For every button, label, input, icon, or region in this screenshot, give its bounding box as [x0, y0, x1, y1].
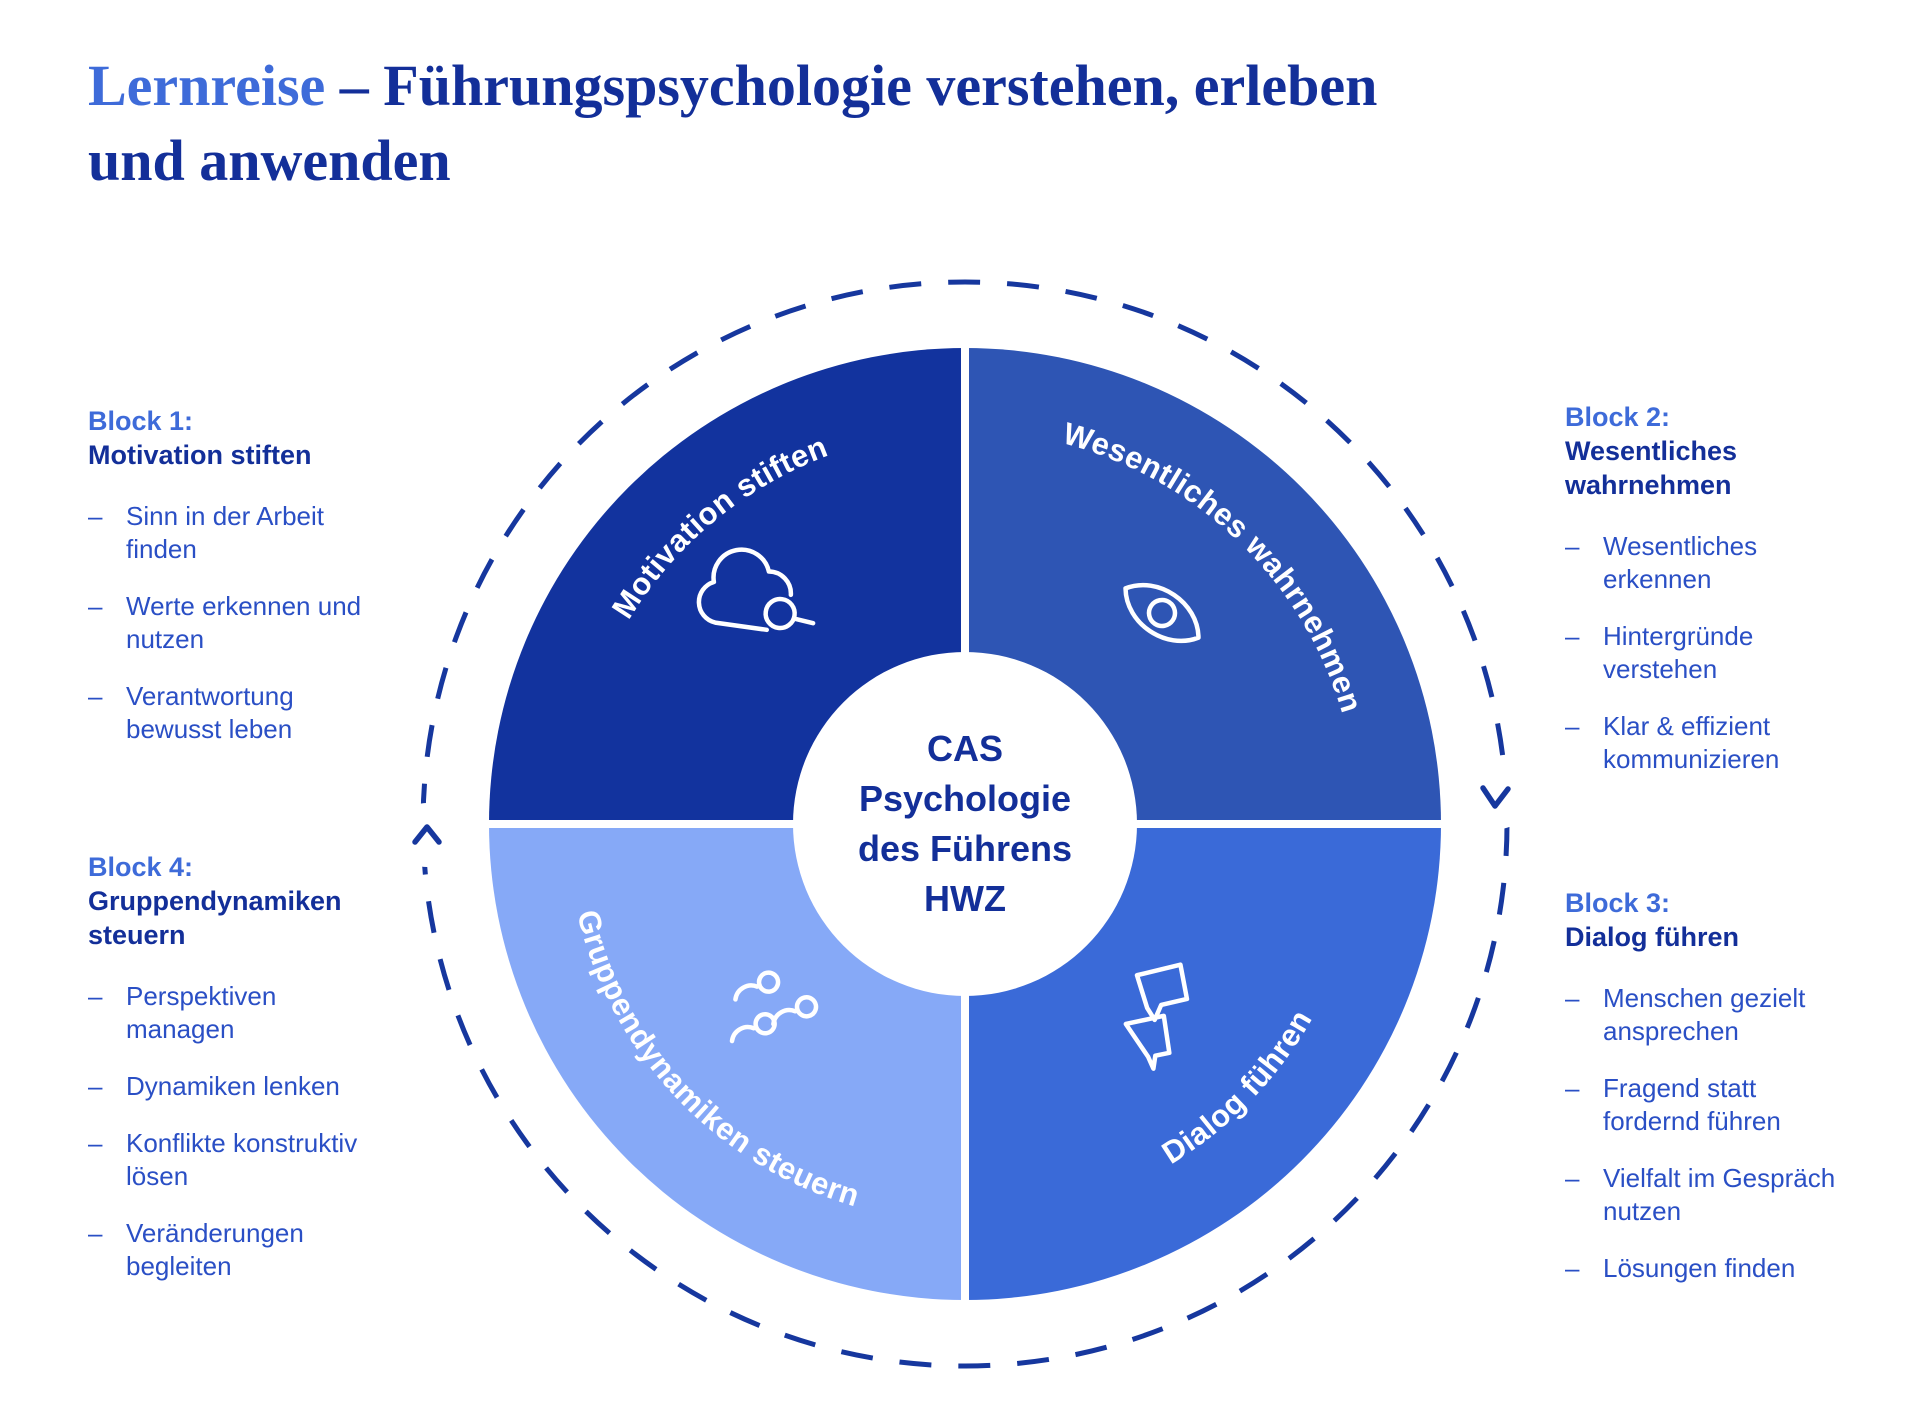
list-item: –Vielfalt im Gespräch nutzen [1565, 1162, 1845, 1228]
page-title: Lernreise – Führungspsychologie verstehe… [88, 48, 1648, 199]
hub-line-3: des Führens [857, 828, 1073, 869]
bullet-dash: – [1565, 1073, 1580, 1103]
arrow-up-icon [412, 824, 442, 845]
page-title-line2: und anwenden [88, 128, 451, 194]
hub-title: CAS Psychologie des Führens HWZ [805, 724, 1125, 924]
bullet-dash: – [88, 981, 103, 1011]
list-item-text: Dynamiken lenken [126, 1071, 340, 1101]
cloud-search-icon [696, 547, 816, 633]
dash-gap-left [395, 803, 459, 867]
list-item: –Hintergründe verstehen [1565, 620, 1843, 686]
arrow-down-icon [1480, 785, 1511, 809]
list-item: –Dynamiken lenken [88, 1070, 388, 1103]
list-item: –Wesentliches erkennen [1565, 530, 1843, 596]
speech-bubbles-icon [1123, 962, 1190, 1071]
list-item: –Sinn in der Arbeit finden [88, 500, 388, 566]
block-4-label: Block 4: [88, 852, 194, 882]
page-title-line1: – Führungspsychologie verstehen, erleben [325, 53, 1378, 118]
list-item-text: Lösungen finden [1603, 1253, 1796, 1283]
block-1-label: Block 1: [88, 406, 194, 436]
page-title-accent: Lernreise [88, 53, 326, 118]
list-item: –Fragend statt fordernd führen [1565, 1072, 1845, 1138]
bullet-dash: – [1565, 621, 1580, 651]
block-2: Block 2: Wesentliches wahrnehmen –Wesent… [1565, 400, 1843, 776]
block-1-title: Motivation stiften [88, 440, 312, 470]
list-item-text: Veränderungen begleiten [126, 1218, 304, 1281]
hub-circle [793, 652, 1137, 996]
hub-line-2: Psychologie [858, 778, 1072, 819]
list-item-text: Wesentliches erkennen [1603, 531, 1758, 594]
block-3-title: Dialog führen [1565, 922, 1739, 952]
list-item: –Perspektiven managen [88, 980, 388, 1046]
list-item-text: Vielfalt im Gespräch nutzen [1603, 1163, 1836, 1226]
bullet-dash: – [88, 681, 103, 711]
list-item: –Werte erkennen und nutzen [88, 590, 388, 656]
list-item-text: Werte erkennen und nutzen [126, 591, 362, 654]
list-item-text: Sinn in der Arbeit finden [126, 501, 325, 564]
block-1-items: –Sinn in der Arbeit finden–Werte erkenne… [88, 500, 388, 746]
bullet-dash: – [88, 1071, 103, 1101]
block-4-items: –Perspektiven managen–Dynamiken lenken–K… [88, 980, 388, 1283]
block-3-items: –Menschen gezielt ansprechen–Fragend sta… [1565, 982, 1845, 1285]
block-2-items: –Wesentliches erkennen–Hintergründe vers… [1565, 530, 1843, 776]
block-1: Block 1: Motivation stiften –Sinn in der… [88, 404, 388, 746]
bullet-dash: – [88, 501, 103, 531]
block-2-label: Block 2: [1565, 402, 1671, 432]
list-item: –Veränderungen begleiten [88, 1217, 388, 1283]
list-item-text: Klar & effizient kommunizieren [1603, 711, 1780, 774]
bullet-dash: – [88, 1128, 103, 1158]
list-item-text: Menschen gezielt ansprechen [1603, 983, 1806, 1046]
list-item: –Lösungen finden [1565, 1252, 1845, 1285]
hub-line-4: HWZ [924, 878, 1006, 919]
bullet-dash: – [1565, 1253, 1580, 1283]
bullet-dash: – [88, 591, 103, 621]
block-2-title: Wesentliches wahrnehmen [1565, 436, 1738, 500]
hub-line-1: CAS [926, 728, 1003, 769]
block-4-title: Gruppendynamiken steuern [88, 886, 342, 950]
list-item: –Menschen gezielt ansprechen [1565, 982, 1845, 1048]
list-item: –Konflikte konstruktiv lösen [88, 1127, 388, 1193]
list-item: –Klar & effizient kommunizieren [1565, 710, 1843, 776]
list-item-text: Fragend statt fordernd führen [1603, 1073, 1781, 1136]
list-item-text: Perspektiven managen [126, 981, 277, 1044]
bullet-dash: – [1565, 711, 1580, 741]
bullet-dash: – [1565, 983, 1580, 1013]
block-3-label: Block 3: [1565, 888, 1671, 918]
list-item: –Verantwortung bewusst leben [88, 680, 388, 746]
list-item-text: Konflikte konstruktiv lösen [126, 1128, 358, 1191]
dash-gap-right [1466, 765, 1530, 829]
bullet-dash: – [1565, 1163, 1580, 1193]
list-item-text: Hintergründe verstehen [1603, 621, 1754, 684]
block-3: Block 3: Dialog führen –Menschen gezielt… [1565, 886, 1845, 1285]
bullet-dash: – [1565, 531, 1580, 561]
bullet-dash: – [88, 1218, 103, 1248]
list-item-text: Verantwortung bewusst leben [126, 681, 294, 744]
block-4: Block 4: Gruppendynamiken steuern –Persp… [88, 850, 388, 1283]
eye-icon [1123, 582, 1201, 644]
